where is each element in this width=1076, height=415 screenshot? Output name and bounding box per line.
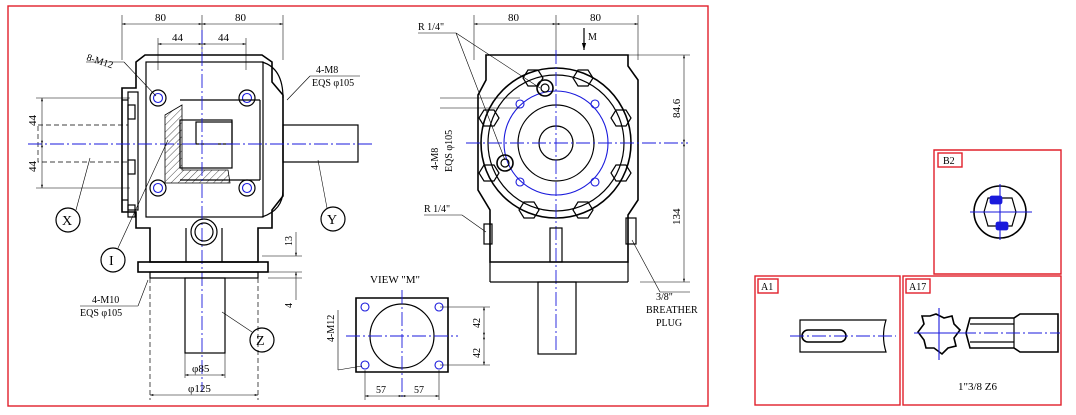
view-m: VIEW "M" 42 42 4-M12 57 57 [326,274,490,400]
dim-134: 134 [671,208,683,225]
dim-80-left: 80 [155,12,167,24]
dim-4: 4 [284,303,295,308]
detail-a17-label: A17 [909,282,926,293]
dim-44-left-lower: 44 [27,161,39,173]
dim-44-inner-right: 44 [218,32,230,44]
detail-b2-label: B2 [943,156,955,167]
detail-a1-label: A1 [761,282,773,293]
balloon-y: Y [327,213,337,228]
main-frame [7,5,709,407]
note-4-m8-eqs: EQS φ105 [312,78,354,89]
note-r14-bottom: R 1/4" [424,204,450,215]
dim-phi85: φ85 [192,363,210,375]
side-view: 80 80 M R 1/4" [418,12,698,355]
note-4-m10: 4-M10 [92,295,119,306]
note-breather-size: 3/8" [656,292,673,303]
note-breather-plug: PLUG [656,318,682,329]
detail-a17-caption: 1"3/8 Z6 [958,381,998,393]
note-view-m-4-m12: 4-M12 [326,315,337,342]
arrow-m-label: M [588,32,597,43]
note-8-m12: 8-M12 [85,52,114,71]
dim-13: 13 [284,236,295,246]
note-4-m10-eqs: EQS φ105 [80,308,122,319]
note-r14-top: R 1/4" [418,22,444,33]
detail-a1: A1 [754,275,901,406]
note-side-4-m8: 4-M8 [430,148,441,170]
note-4-m8: 4-M8 [316,65,338,76]
dim-42-bottom: 42 [472,348,483,358]
note-side-4-m8-eqs: EQS φ105 [444,130,455,172]
front-view: 80 80 44 44 [27,12,372,400]
dim-44-left-upper: 44 [27,115,39,127]
dim-80-right: 80 [235,12,247,24]
dim-80-side-left: 80 [508,12,520,24]
dim-44-inner-left: 44 [172,32,184,44]
detail-a17: A17 1"3/8 Z6 [902,275,1062,406]
balloon-i: I [109,254,114,269]
balloon-x: X [62,214,72,229]
dim-57-left: 57 [376,385,386,396]
note-breather-word: BREATHER [646,305,698,316]
view-m-title: VIEW "M" [370,274,420,286]
dim-57-right: 57 [414,385,424,396]
detail-b2: B2 [933,149,1062,275]
dim-phi125: φ125 [188,383,211,395]
dim-84-6: 84.6 [671,98,683,118]
dim-80-side-right: 80 [590,12,602,24]
balloon-z: Z [256,334,265,349]
dim-42-top: 42 [472,318,483,328]
